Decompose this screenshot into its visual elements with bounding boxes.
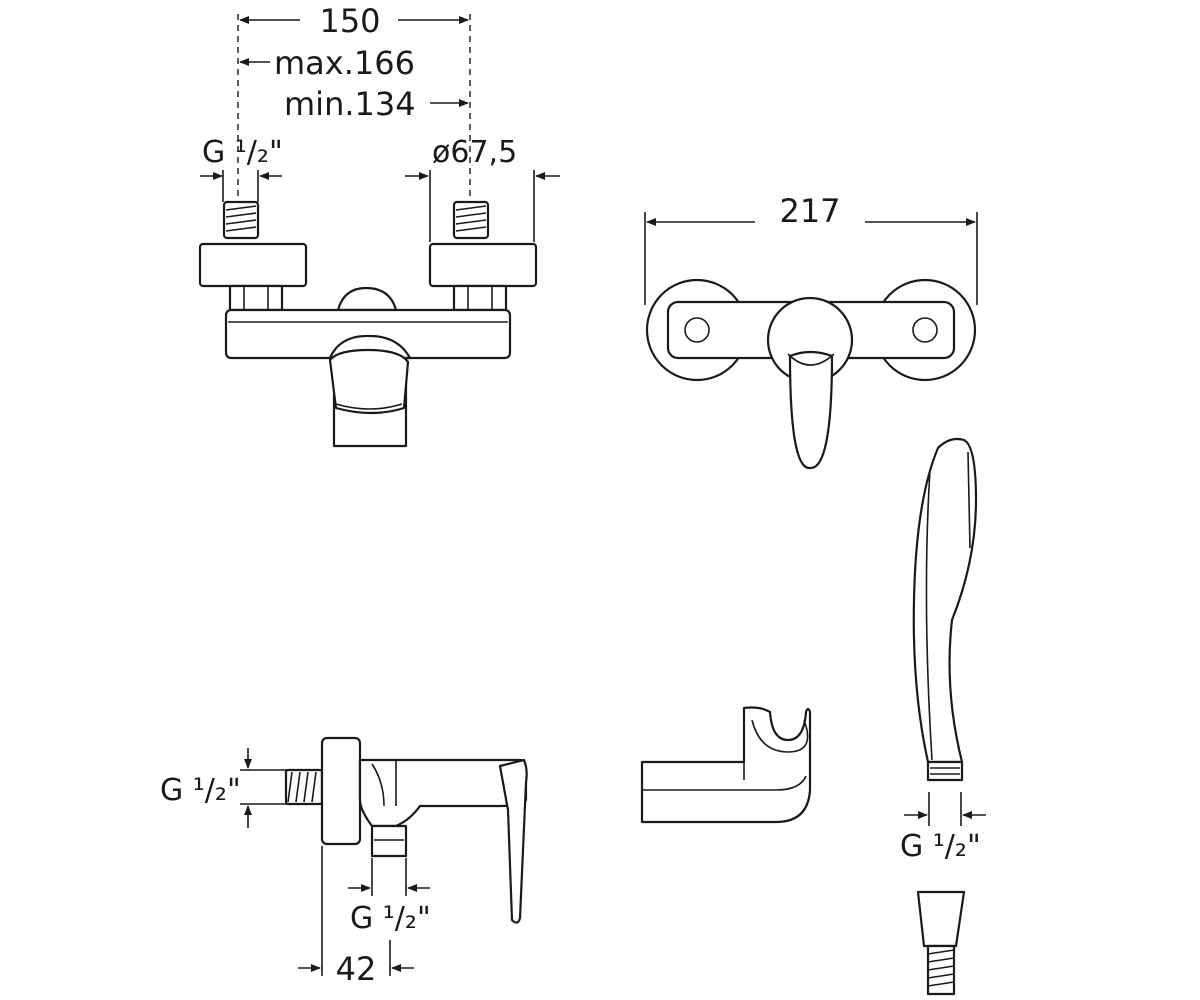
side-outlet-thread-label: G ¹/₂"	[350, 901, 431, 936]
hose-nut	[916, 890, 966, 948]
left-inlet-thread	[222, 200, 260, 240]
inlet-thread-label: G ¹/₂"	[202, 135, 283, 170]
bracket-body	[640, 706, 812, 824]
right-hole	[912, 317, 938, 343]
top-lever	[788, 350, 834, 470]
right-connector	[452, 284, 508, 312]
side-inlet-thread-label: G ¹/₂"	[160, 773, 241, 808]
cartridge-dome	[336, 286, 398, 312]
wall-bracket	[640, 706, 812, 824]
shower-thread-label: G ¹/₂"	[900, 829, 981, 864]
side-lever	[498, 758, 528, 924]
left-cover-plate	[198, 242, 308, 288]
lever-front	[328, 348, 410, 415]
left-hole	[684, 317, 710, 343]
side-view-mixer: G ¹/₂" G ¹/₂" 42	[160, 736, 528, 988]
shower-handle	[912, 437, 978, 764]
dim-min-label: min.134	[284, 85, 416, 123]
left-connector	[228, 284, 284, 312]
front-view-mixer: 150 max.166 min.134 G ¹/₂" ø67,5	[198, 2, 560, 448]
top-view-mixer: 217	[644, 192, 978, 470]
right-inlet-thread	[452, 200, 490, 240]
shower-thread	[926, 760, 964, 782]
side-cover	[320, 736, 362, 846]
side-outlet	[370, 824, 408, 858]
right-cover-plate	[428, 242, 538, 288]
eccentric-diameter-label: ø67,5	[432, 135, 517, 170]
hand-shower: G ¹/₂"	[900, 437, 986, 996]
dim-max-label: max.166	[274, 44, 415, 82]
dim-217-label: 217	[779, 192, 840, 230]
dim-42-label: 42	[336, 950, 377, 988]
dim-150-label: 150	[319, 2, 380, 40]
